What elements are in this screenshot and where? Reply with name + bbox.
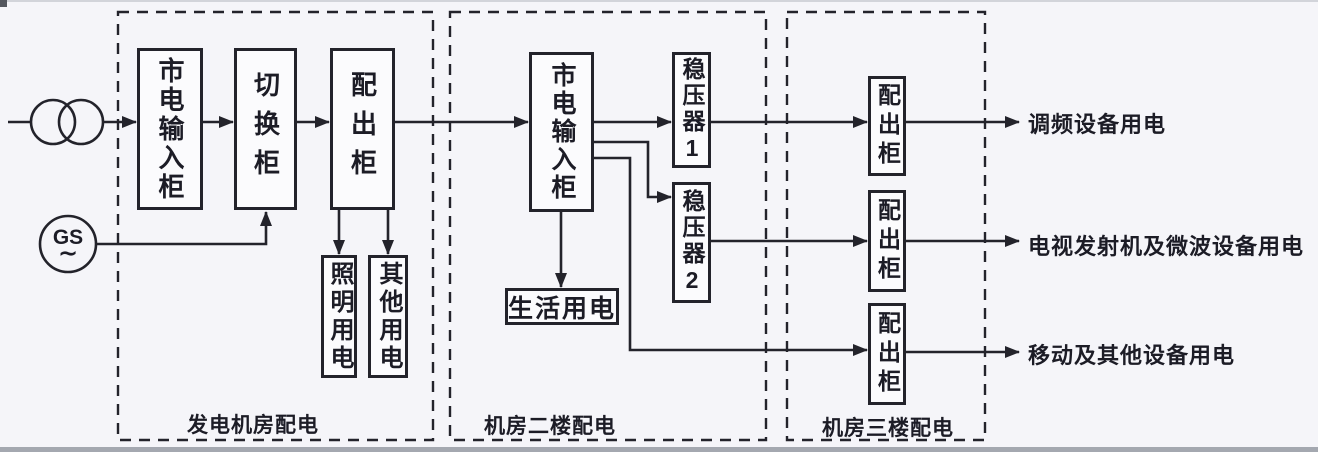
box-other-load: 其他用电 [368,255,408,378]
box-mains-input-cabinet-2: 市电输入柜 [529,52,594,212]
section-second-floor-border [448,10,768,442]
output-tv-microwave-label: 电视发射机及微波设备用电 [1028,234,1305,259]
ac-wave-symbol: ∼ [57,240,79,267]
box-lighting-load-label: 照明用电 [326,260,353,373]
box-mains-input-cabinet-1-label: 市电输入柜 [155,56,185,202]
box-dist-out-cabinet-tv: 配出柜 [868,190,906,292]
output-mobile-other-label: 移动及其他设备用电 [1028,343,1236,368]
section-second-floor-label: 机房二楼配电 [484,415,616,438]
box-domestic-load-label: 生活用电 [508,294,617,323]
bottom-edge-strip [0,447,1318,452]
section-third-floor-label: 机房三楼配电 [822,417,954,440]
line-generator-to-switch [96,211,272,246]
generator-gs-text: GS [52,226,84,249]
transformer-icon [29,98,105,146]
box-dist-out-cabinet-1: 配出柜 [330,48,395,210]
box-mains-input-cabinet-1: 市电输入柜 [137,48,203,210]
box-domestic-load: 生活用电 [505,288,619,325]
box-mains-input-cabinet-2-label: 市电输入柜 [548,62,576,202]
box-lighting-load: 照明用电 [321,255,357,378]
line-mains-input-2-to-stabilizer-2 [594,140,672,203]
box-transfer-switch-cabinet: 切换柜 [234,48,297,210]
section-generator-room-label: 发电机房配电 [187,414,319,437]
line-mains-input-2-to-dist-out-mobile [594,156,868,356]
output-fm-equipment-label: 调频设备用电 [1028,112,1167,137]
box-other-load-label: 其他用电 [375,260,402,373]
section-generator-room-border [116,10,435,442]
box-dist-out-cabinet-fm-label: 配出柜 [874,82,901,170]
box-stabilizer-1: 稳压器1 [672,52,711,168]
box-stabilizer-1-label: 稳压器1 [679,56,705,164]
box-stabilizer-2-label: 稳压器2 [679,189,705,296]
box-transfer-switch-cabinet-label: 切换柜 [250,70,281,188]
box-dist-out-cabinet-tv-label: 配出柜 [874,197,901,285]
corner-artifact [0,0,7,7]
box-dist-out-cabinet-mobile: 配出柜 [868,303,906,405]
box-dist-out-cabinet-1-label: 配出柜 [347,70,378,188]
box-dist-out-cabinet-fm: 配出柜 [868,76,906,176]
box-dist-out-cabinet-mobile-label: 配出柜 [874,310,901,398]
generator-label: GS ∼ [40,222,96,268]
section-third-floor-border [785,10,987,442]
top-edge-line [0,0,1318,2]
box-stabilizer-2: 稳压器2 [672,182,711,303]
